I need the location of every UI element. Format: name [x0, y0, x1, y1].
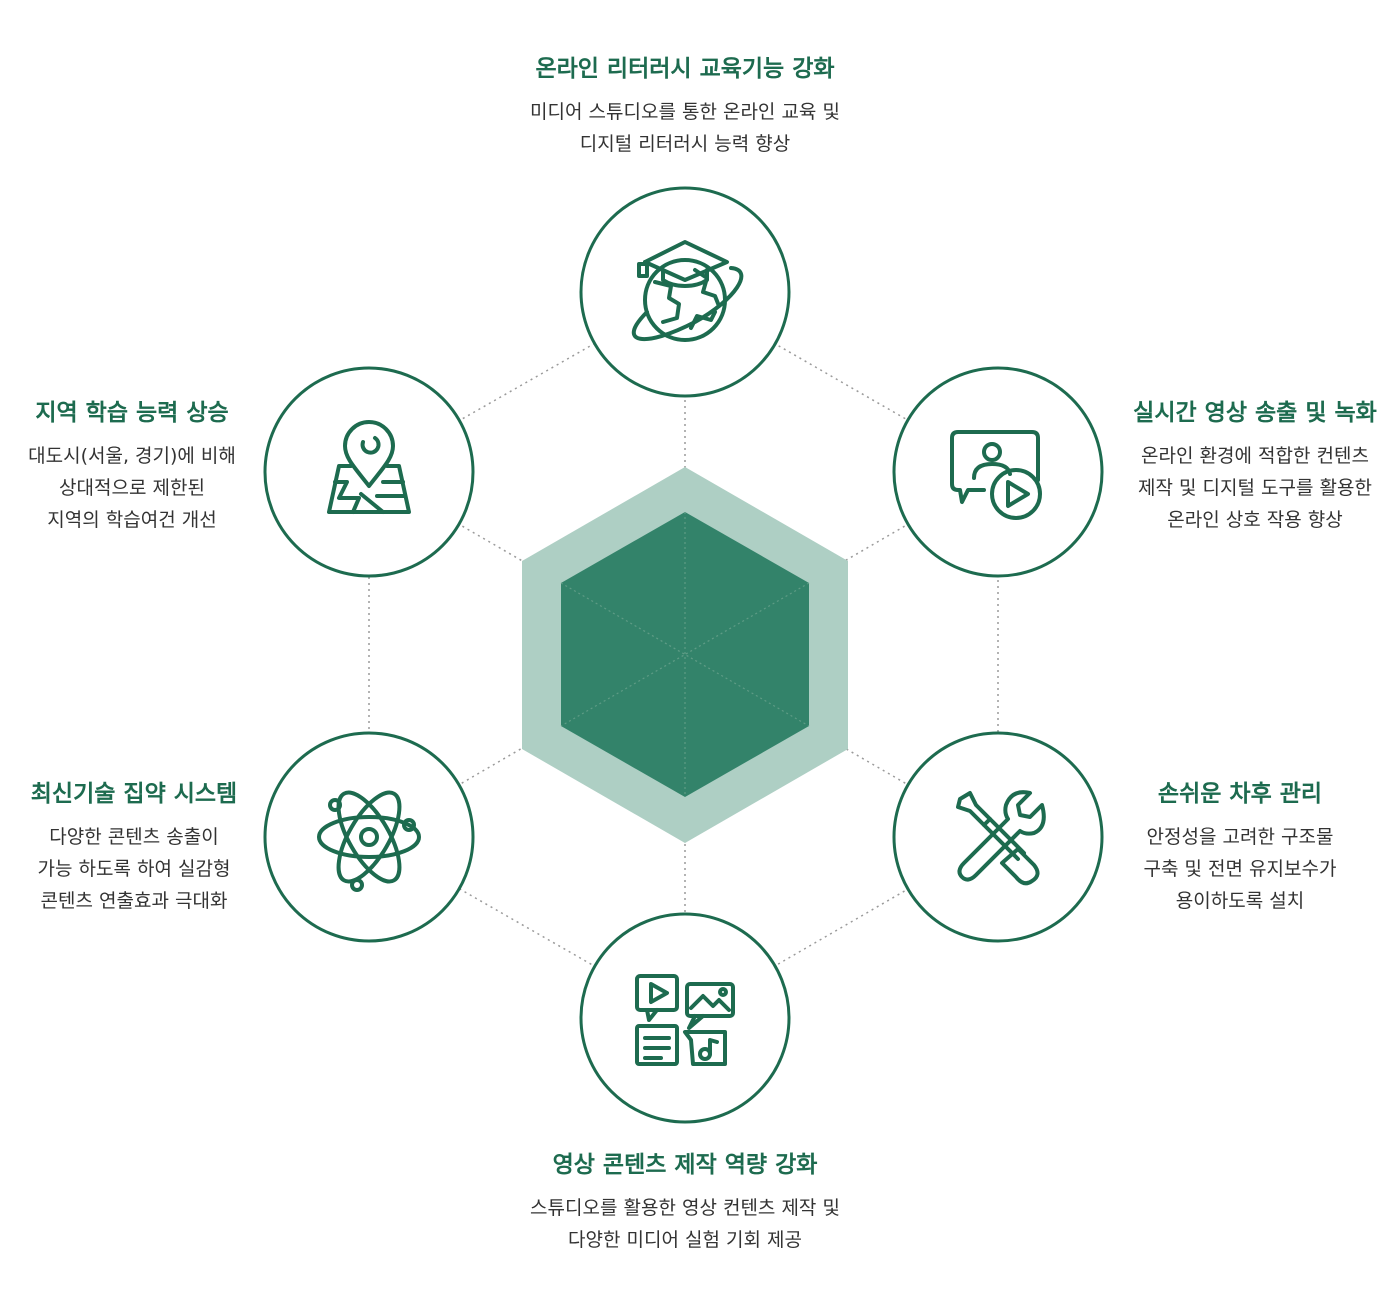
node-desc-line: 가능 하도록 하여 실감형: [37, 858, 231, 880]
node-title: 실시간 영상 송출 및 녹화: [1133, 400, 1377, 426]
node-desc-line: 스튜디오를 활용한 영상 컨텐츠 제작 및: [530, 1197, 840, 1219]
node-title: 최신기술 집약 시스템: [30, 781, 238, 807]
node-desc-line: 대도시(서울, 경기)에 비해: [28, 445, 236, 467]
node-label-top: 온라인 리터러시 교육기능 강화 미디어 스튜디오를 통한 온라인 교육 및 디…: [435, 54, 935, 160]
node-desc-line: 제작 및 디지털 도구를 활용한: [1138, 477, 1372, 499]
node-desc-line: 안정성을 고려한 구조물: [1146, 826, 1334, 848]
connector-line: [368, 471, 999, 838]
node-desc-line: 다양한 콘텐츠 송출이: [49, 826, 219, 848]
node-circle-lower-left: [263, 731, 475, 943]
node-desc-line: 다양한 미디어 실험 기회 제공: [568, 1229, 802, 1251]
inner-hexagon: [561, 512, 809, 797]
wrench-screwdriver-icon: [956, 790, 1046, 886]
node-desc-line: 디지털 리터러시 능력 향상: [579, 133, 791, 155]
node-title: 손쉬운 차후 관리: [1157, 781, 1323, 807]
node-desc-line: 지역의 학습여건 개선: [47, 509, 217, 531]
map-pin-icon: [327, 420, 411, 514]
node-desc-line: 상대적으로 제한된: [59, 477, 205, 499]
node-label-lower-left: 최신기술 집약 시스템 다양한 콘텐츠 송출이 가능 하도록 하여 실감형 콘텐…: [0, 779, 268, 917]
node-label-lower-right: 손쉬운 차후 관리 안정성을 고려한 구조물 구축 및 전면 유지보수가 용이하…: [1110, 779, 1370, 917]
node-title: 지역 학습 능력 상승: [35, 400, 229, 426]
node-circle-upper-right: [892, 366, 1104, 578]
node-desc-line: 콘텐츠 연출효과 극대화: [40, 890, 228, 912]
media-content-icon: [635, 974, 735, 1066]
node-circle-top: [579, 186, 791, 398]
node-desc-line: 구축 및 전면 유지보수가: [1143, 858, 1337, 880]
live-video-chat-icon: [950, 430, 1042, 520]
node-desc-line: 온라인 환경에 적합한 컨텐츠: [1141, 445, 1369, 467]
node-circle-upper-left: [263, 366, 475, 578]
node-label-upper-left: 지역 학습 능력 상승 대도시(서울, 경기)에 비해 상대적으로 제한된 지역…: [0, 398, 264, 536]
connector-line: [368, 471, 999, 838]
node-desc-line: 미디어 스튜디오를 통한 온라인 교육 및: [530, 101, 840, 123]
node-desc-line: 용이하도록 설치: [1175, 890, 1305, 912]
node-desc-line: 온라인 상호 작용 향상: [1167, 509, 1343, 531]
graduation-globe-icon: [631, 240, 744, 342]
node-circle-bottom: [579, 912, 791, 1124]
node-label-upper-right: 실시간 영상 송출 및 녹화 온라인 환경에 적합한 컨텐츠 제작 및 디지털 …: [1110, 398, 1400, 536]
node-title: 영상 콘텐츠 제작 역량 강화: [552, 1152, 818, 1178]
node-title: 온라인 리터러시 교육기능 강화: [535, 56, 835, 82]
node-label-bottom: 영상 콘텐츠 제작 역량 강화 스튜디오를 활용한 영상 컨텐츠 제작 및 다양…: [435, 1150, 935, 1256]
